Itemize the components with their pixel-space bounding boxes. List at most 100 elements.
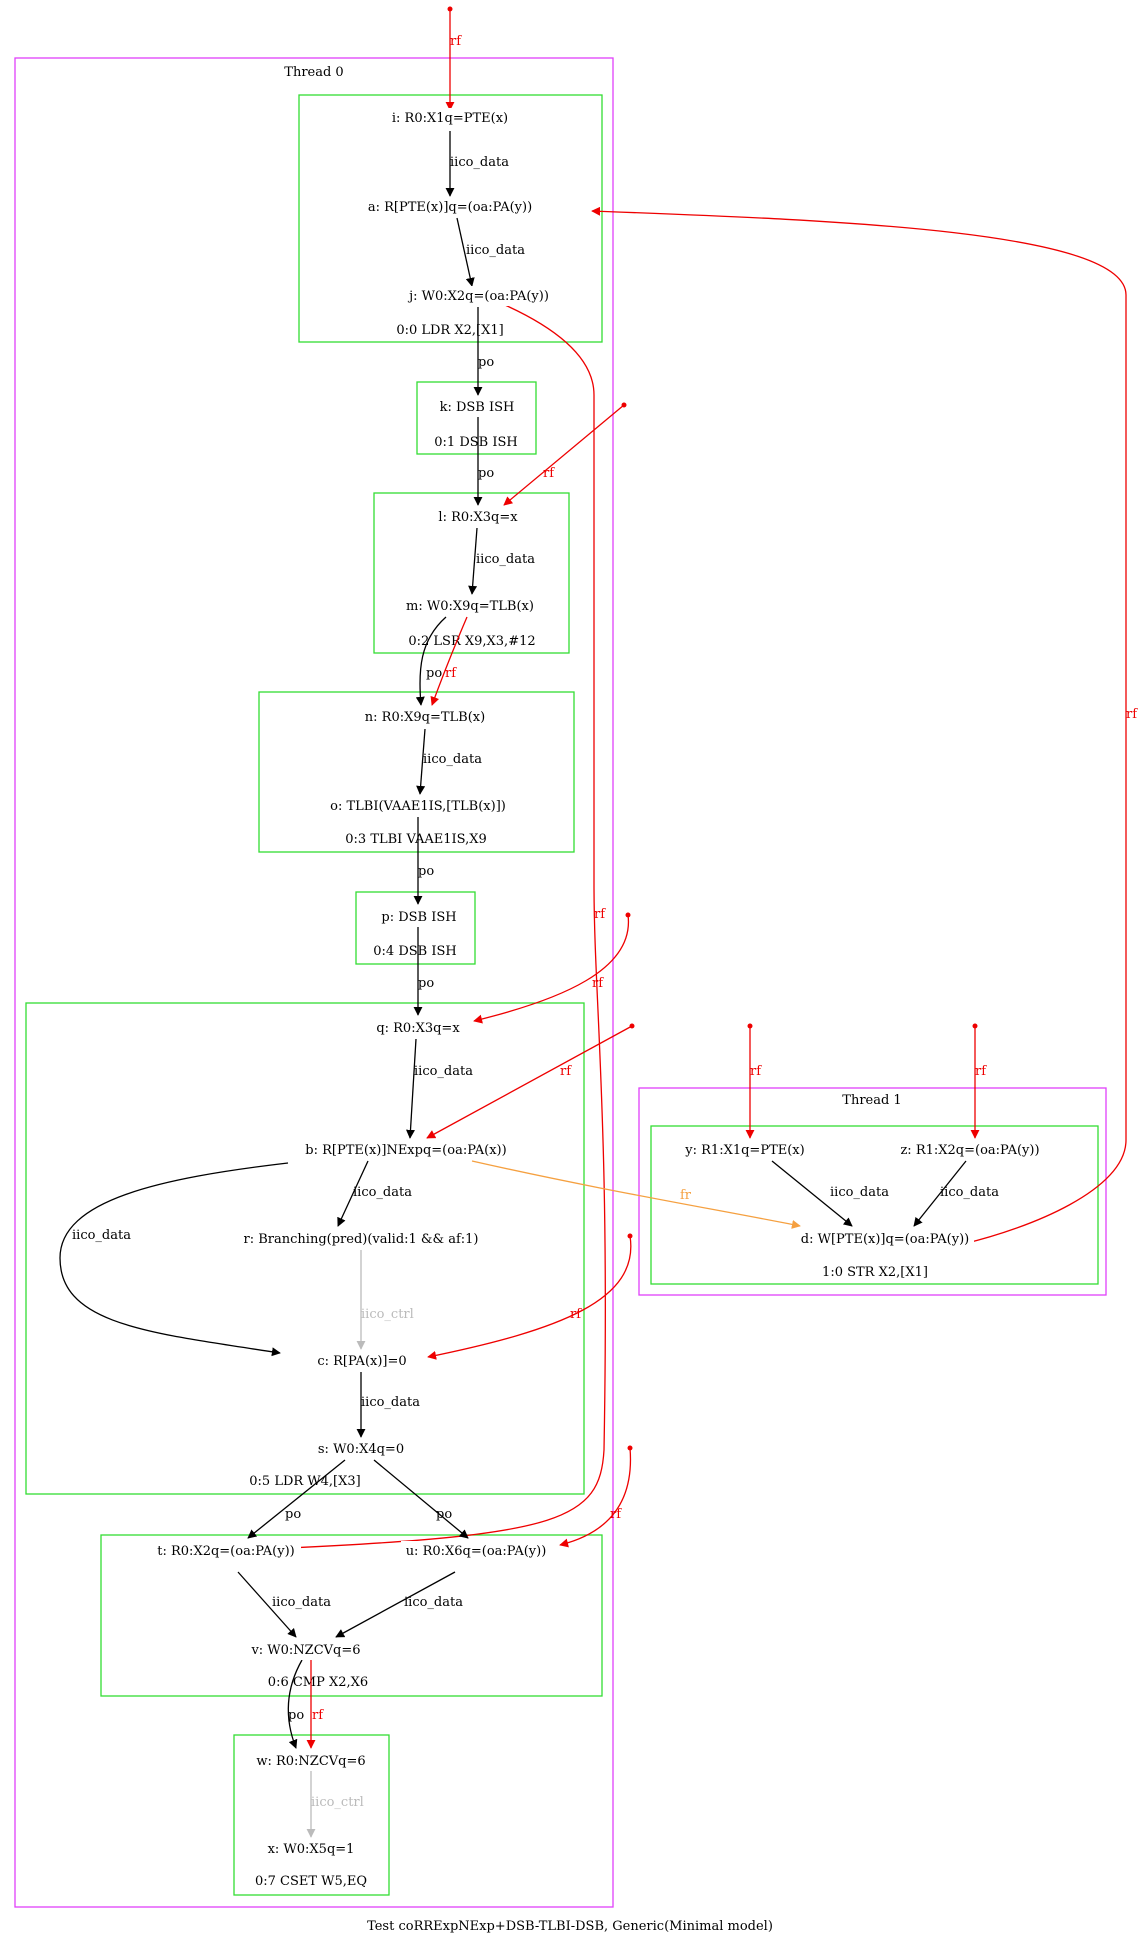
thread-0-label: Thread 0 (284, 65, 343, 80)
event-v: v: W0:NZCVq=6 (250, 1643, 360, 1658)
edge-rf-init-u (559, 1447, 632, 1548)
instr-box-0-1 (416, 381, 537, 455)
edge-label-rf-init-z: rf (975, 1064, 987, 1079)
instr-box-1-0 (650, 1125, 1099, 1285)
edge-rf-init-l (503, 404, 625, 506)
event-s: s: W0:X4q=0 (318, 1442, 404, 1457)
edge-label-iico-i-a: iico_data (450, 155, 509, 170)
instr-box-0-5 (25, 1002, 585, 1495)
event-r: r: Branching(pred)(valid:1 && af:1) (244, 1232, 479, 1247)
instr-label-0-7: 0:7 CSET W5,EQ (255, 1874, 367, 1889)
edge-rf-j-t (289, 304, 606, 1553)
edge-po-s-u (373, 1459, 469, 1539)
event-nodes: i: R0:X1q=PTE(x) a: R[PTE(x)]q=(oa:PA(y)… (151, 108, 1045, 1859)
edge-label-rf-j-t: rf (594, 907, 606, 922)
edge-label-iico-b-c: iico_data (72, 1228, 131, 1243)
edge-iico-l-m (468, 527, 478, 595)
edge-label-rf-m-n: rf (445, 666, 457, 681)
edge-rf-init-b (426, 1025, 633, 1139)
instr-label-0-2: 0:2 LSR X9,X3,#12 (408, 634, 535, 649)
thread-1-box (638, 1087, 1107, 1296)
edge-label-po-v-w: po (288, 1708, 304, 1723)
instr-label-0-3: 0:3 TLBI VAAE1IS,X9 (345, 832, 486, 847)
edge-label-po-m-n: po (426, 666, 442, 681)
event-t: t: R0:X2q=(oa:PA(y)) (157, 1544, 294, 1559)
edge-label-iico-n-o: iico_data (423, 752, 482, 767)
edge-rf-d-a (591, 206, 1127, 1245)
event-n: n: R0:X9q=TLB(x) (365, 710, 485, 725)
instr-label-0-5: 0:5 LDR W4,[X3] (249, 1474, 360, 1489)
edge-iico-u-v (335, 1571, 456, 1638)
event-p: p: DSB ISH (381, 910, 456, 925)
event-b: b: R[PTE(x)]NExpq=(oa:PA(x)) (305, 1143, 506, 1158)
edge-iico-n-o (416, 728, 426, 795)
thread-1-label: Thread 1 (842, 1093, 901, 1108)
diagram-caption: Test coRRExpNExp+DSB-TLBI-DSB, Generic(M… (367, 1919, 773, 1934)
edge-iico-b-c (59, 1162, 289, 1357)
edge-rf-m-n (430, 616, 468, 706)
event-o: o: TLBI(VAAE1IS,[TLB(x)]) (330, 799, 506, 814)
event-j: j: W0:X2q=(oa:PA(y)) (407, 289, 549, 304)
edge-label-rf-init-i: rf (450, 34, 462, 49)
instr-box-0-6 (100, 1534, 603, 1697)
edge-label-ctrl-w-x: iico_ctrl (311, 1795, 364, 1810)
edge-label-iico-q-b: iico_data (414, 1064, 473, 1079)
edge-label-rf-init-b: rf (560, 1064, 572, 1079)
edge-label-po-s-u: po (436, 1507, 452, 1522)
edge-label-iico-z-d: iico_data (940, 1185, 999, 1200)
edge-label-iico-y-d: iico_data (830, 1185, 889, 1200)
event-l: l: R0:X3q=x (438, 510, 518, 525)
edge-label-po-o-p: po (418, 864, 434, 879)
edge-iico-q-b (405, 1038, 417, 1139)
thread-0-box (14, 57, 614, 1908)
edge-label-iico-t-v: iico_data (272, 1595, 331, 1610)
edge-iico-y-d (771, 1160, 853, 1227)
instr-box-0-4 (355, 891, 476, 965)
edge-iico-t-v (237, 1571, 297, 1638)
event-u: u: R0:X6q=(oa:PA(y)) (406, 1544, 547, 1559)
edge-po-v-w (287, 1659, 303, 1749)
event-m: m: W0:X9q=TLB(x) (406, 599, 534, 614)
edge-iico-z-d (913, 1160, 967, 1227)
edge-label-iico-u-v: iico_data (404, 1595, 463, 1610)
event-x: x: W0:X5q=1 (268, 1842, 355, 1857)
thread-0-cluster: Thread 0 (14, 57, 614, 1908)
edge-label-iico-a-j: iico_data (466, 243, 525, 258)
event-d: d: W[PTE(x)]q=(oa:PA(y)) (801, 1232, 969, 1247)
edges: rf iico_data iico_data rf po po rf iico_… (59, 9, 1138, 1838)
instr-label-0-6: 0:6 CMP X2,X6 (268, 1675, 368, 1690)
edge-fr-b-d (471, 1160, 801, 1229)
edge-label-rf-init-y: rf (750, 1064, 762, 1079)
event-k: k: DSB ISH (440, 400, 515, 415)
event-i: i: R0:X1q=PTE(x) (392, 111, 508, 126)
edge-iico-b-r (337, 1160, 369, 1227)
edge-label-rf-init-u: rf (610, 1507, 622, 1522)
instr-box-0-3 (258, 691, 575, 853)
event-z: z: R1:X2q=(oa:PA(y)) (900, 1143, 1039, 1158)
edge-label-rf-init-q: rf (592, 976, 604, 991)
edge-label-fr-b-d: fr (680, 1188, 692, 1203)
instr-label-0-1: 0:1 DSB ISH (434, 435, 517, 450)
event-w: w: R0:NZCVq=6 (256, 1754, 365, 1769)
edge-label-iico-c-s: iico_data (361, 1395, 420, 1410)
thread-1-cluster: Thread 1 (638, 1087, 1107, 1296)
edge-po-m-n (415, 616, 447, 706)
instr-label-0-4: 0:4 DSB ISH (373, 944, 456, 959)
edge-po-s-t (247, 1459, 346, 1539)
edge-label-po-j-k: po (478, 355, 494, 370)
event-q: q: R0:X3q=x (376, 1021, 460, 1036)
event-a: a: R[PTE(x)]q=(oa:PA(y)) (368, 200, 532, 215)
edge-label-iico-b-r: iico_data (353, 1185, 412, 1200)
edge-label-po-k-l: po (478, 466, 494, 481)
edge-label-ctrl-r-c: iico_ctrl (361, 1307, 414, 1322)
instr-box-0-2 (373, 492, 570, 654)
edge-label-rf-v-w: rf (312, 1708, 324, 1723)
instruction-boxes: 0:0 LDR X2,[X1] 0:1 DSB ISH 0:2 LSR X9,X… (25, 94, 1099, 1896)
instr-label-0-0: 0:0 LDR X2,[X1] (396, 323, 503, 338)
edge-label-rf-init-l: rf (543, 466, 555, 481)
edge-label-po-p-q: po (418, 976, 434, 991)
event-c: c: R[PA(x)]=0 (317, 1354, 406, 1369)
edge-label-rf-d-a: rf (1126, 707, 1138, 722)
edge-label-po-s-t: po (285, 1507, 301, 1522)
